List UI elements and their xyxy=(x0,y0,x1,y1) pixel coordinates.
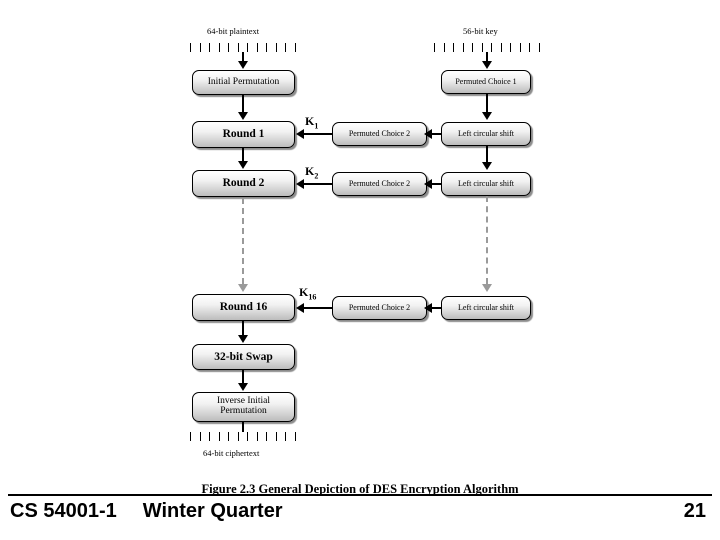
key-label: 56-bit key xyxy=(463,26,498,36)
ciphertext-bit-ticks xyxy=(190,432,296,441)
arrowhead xyxy=(424,129,432,139)
connector-plaintext-to-ip xyxy=(242,52,244,62)
node-left-circular-shift-1: Left circular shift xyxy=(441,122,531,146)
node-label: Left circular shift xyxy=(458,128,514,138)
connector-swap-to-inverse-ip xyxy=(242,370,244,383)
subkey-label-k1: K1 xyxy=(305,114,318,130)
footer-course-term: CS 54001-1 Winter Quarter xyxy=(10,500,283,523)
footer-term: Winter Quarter xyxy=(142,500,283,522)
footer-divider xyxy=(8,494,712,496)
arrowhead xyxy=(238,383,248,391)
connector-pc2-to-round2 xyxy=(302,183,333,185)
node-label: Left circular shift xyxy=(458,302,514,312)
node-label: Permuted Choice 1 xyxy=(455,76,517,86)
connector-shift16-to-pc2 xyxy=(430,307,442,309)
connector-shift2-to-pc2 xyxy=(430,183,442,185)
arrowhead xyxy=(238,61,248,69)
node-label: Permuted Choice 2 xyxy=(348,178,411,188)
node-permuted-choice-2-k2: Permuted Choice 2 xyxy=(332,172,427,196)
subkey-label-k16: K16 xyxy=(299,285,316,301)
arrowhead xyxy=(424,303,432,313)
arrowhead xyxy=(482,162,492,170)
arrowhead xyxy=(296,129,304,139)
node-round-16: Round 16 xyxy=(192,294,295,321)
arrowhead xyxy=(482,112,492,120)
subkey-index: 1 xyxy=(314,121,319,131)
connector-round16-to-swap xyxy=(242,321,244,335)
node-permuted-choice-2-k16: Permuted Choice 2 xyxy=(332,296,427,320)
connector-inverse-ip-to-ciphertext xyxy=(242,422,244,432)
node-round-1: Round 1 xyxy=(192,121,295,148)
subkey-base: K xyxy=(299,285,309,299)
node-label: Round 2 xyxy=(222,177,265,190)
connector-shift1-to-shift2 xyxy=(486,146,488,162)
subkey-index: 16 xyxy=(308,292,317,302)
arrowhead xyxy=(296,303,304,313)
arrowhead xyxy=(424,179,432,189)
connector-pc2-to-round1 xyxy=(302,133,333,135)
subkey-base: K xyxy=(305,114,315,128)
node-label: Round 16 xyxy=(219,301,268,314)
node-32-bit-swap: 32-bit Swap xyxy=(192,344,295,370)
connector-key-to-pc1 xyxy=(486,52,488,62)
connector-round1-to-round2 xyxy=(242,148,244,162)
key-bit-ticks xyxy=(434,43,540,52)
arrowhead xyxy=(238,335,248,343)
subkey-index: 2 xyxy=(314,171,319,181)
arrowhead xyxy=(238,112,248,120)
node-label: Initial Permutation xyxy=(207,76,280,87)
footer-course: CS 54001-1 xyxy=(10,500,117,522)
node-permuted-choice-2-k1: Permuted Choice 2 xyxy=(332,122,427,146)
page-number: 21 xyxy=(683,500,706,522)
figure-caption: Figure 2.3 General Depiction of DES Encr… xyxy=(201,482,519,496)
des-encryption-diagram: 64-bit plaintext 56-bit key Initial Perm… xyxy=(190,26,540,496)
subkey-label-k2: K2 xyxy=(305,164,318,180)
connector-pc1-to-shift1 xyxy=(486,94,488,112)
connector-round2-to-round16-dashed xyxy=(242,198,244,284)
node-label: Round 1 xyxy=(222,128,265,141)
plaintext-bit-ticks xyxy=(190,43,296,52)
slide-footer: CS 54001-1 Winter Quarter 21 xyxy=(0,494,720,540)
node-label: Inverse Initial Permutation xyxy=(216,396,271,416)
connector-shift1-to-pc2 xyxy=(430,133,442,135)
arrowhead xyxy=(296,179,304,189)
node-label: 32-bit Swap xyxy=(214,350,273,363)
ciphertext-label: 64-bit ciphertext xyxy=(203,448,260,458)
node-label: Permuted Choice 2 xyxy=(348,302,411,312)
node-inverse-initial-permutation: Inverse Initial Permutation xyxy=(192,392,295,422)
node-left-circular-shift-16: Left circular shift xyxy=(441,296,531,320)
arrowhead xyxy=(482,61,492,69)
connector-ip-to-round1 xyxy=(242,95,244,112)
arrowhead xyxy=(482,284,492,292)
connector-shift2-to-shift16-dashed xyxy=(486,196,488,284)
node-label: Left circular shift xyxy=(458,178,514,188)
node-permuted-choice-1: Permuted Choice 1 xyxy=(441,70,531,94)
node-label: Permuted Choice 2 xyxy=(348,128,411,138)
subkey-base: K xyxy=(305,164,315,178)
node-left-circular-shift-2: Left circular shift xyxy=(441,172,531,196)
node-round-2: Round 2 xyxy=(192,170,295,197)
arrowhead xyxy=(238,161,248,169)
node-initial-permutation: Initial Permutation xyxy=(192,70,295,95)
arrowhead xyxy=(238,284,248,292)
plaintext-label: 64-bit plaintext xyxy=(207,26,260,36)
connector-pc2-to-round16 xyxy=(302,307,333,309)
